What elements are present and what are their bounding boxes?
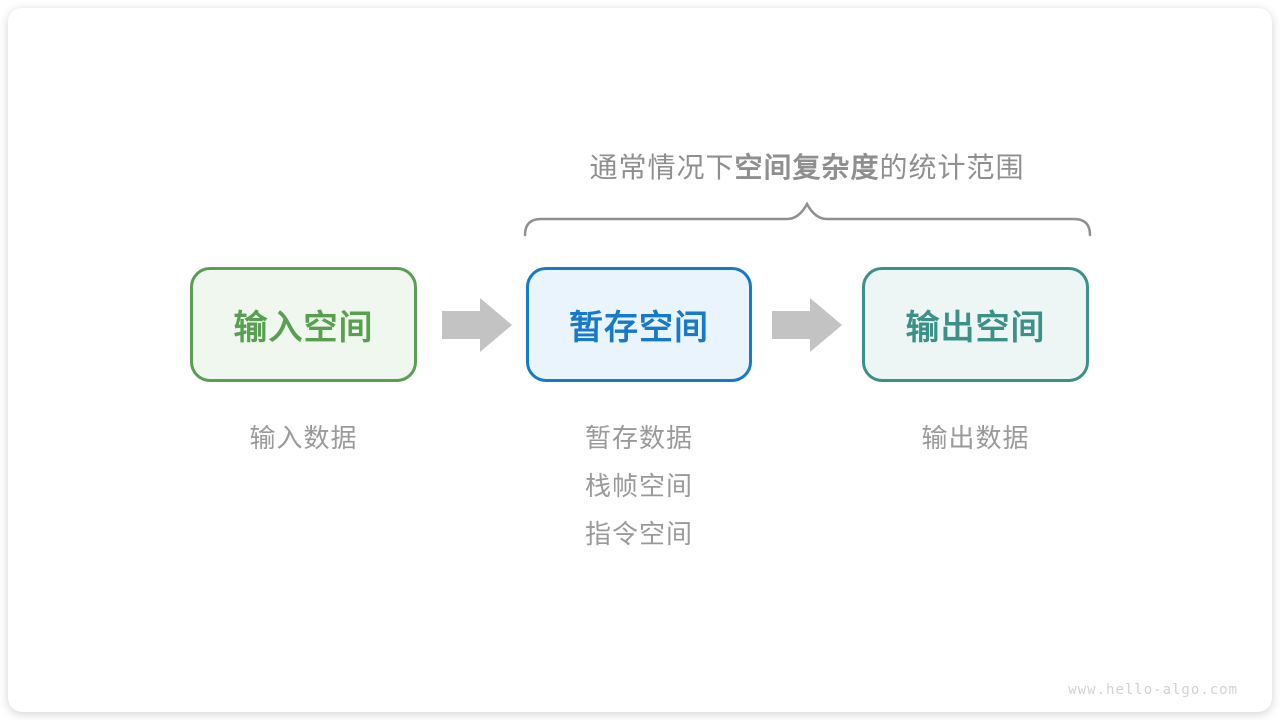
brace-icon (523, 201, 1092, 237)
brace-path (523, 201, 1092, 237)
output-space-box: 输出空间 (862, 267, 1089, 382)
title-bold-term: 空间复杂度 (734, 152, 880, 183)
arrow-right-icon (442, 298, 512, 352)
arrow-right-icon (772, 298, 842, 352)
title-suffix: 的统计范围 (879, 152, 1025, 183)
title-prefix: 通常情况下 (589, 152, 735, 183)
arrow-shape (442, 298, 512, 352)
input-space-label: 输入空间 (233, 309, 374, 347)
temporary-space-label: 暂存空间 (569, 309, 709, 347)
arrow-shape (772, 298, 842, 352)
output-space-captions: 输出数据 (862, 414, 1089, 462)
caption-input-data: 输入数据 (249, 423, 358, 453)
caption-output-data: 输出数据 (921, 423, 1030, 453)
temporary-space-captions: 暂存数据 栈帧空间 指令空间 (526, 414, 752, 558)
watermark-url: www.hello-algo.com (1068, 682, 1238, 698)
temporary-space-box: 暂存空间 (526, 267, 752, 382)
output-space-label: 输出空间 (905, 309, 1046, 347)
caption-temp-data: 暂存数据 (584, 423, 693, 453)
diagram-title: 通常情况下空间复杂度的统计范围 (467, 146, 1147, 186)
input-space-box: 输入空间 (190, 267, 417, 382)
caption-stack-frame-space: 栈帧空间 (584, 471, 693, 501)
caption-instruction-space: 指令空间 (584, 519, 693, 549)
input-space-captions: 输入数据 (190, 414, 417, 462)
